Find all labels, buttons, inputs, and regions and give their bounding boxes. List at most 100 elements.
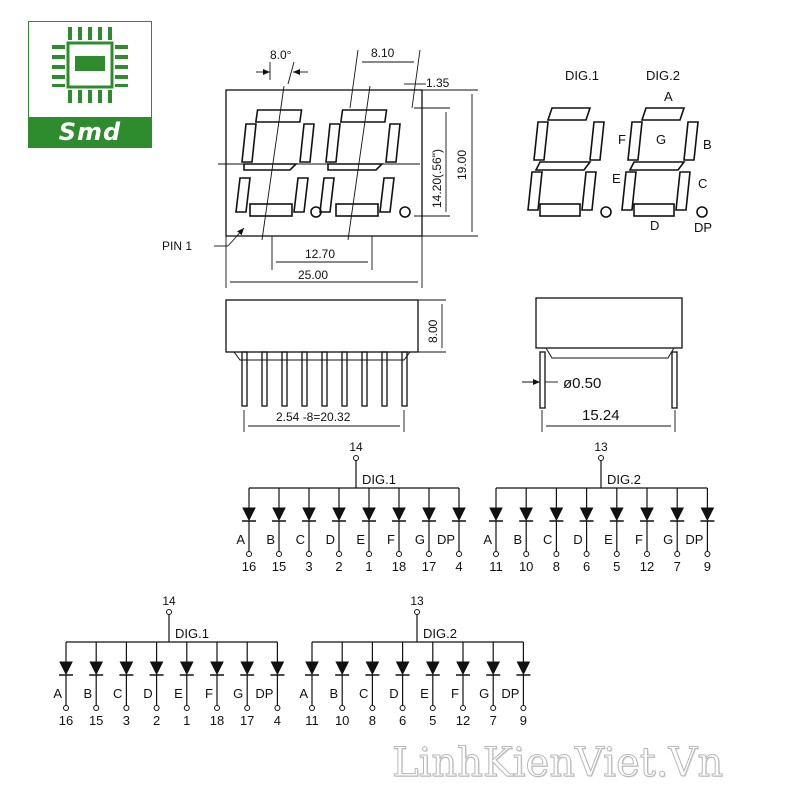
bottom-view-pins (241, 351, 408, 407)
dim-slant: 8.0° (270, 48, 292, 62)
schematic-top-dig2-diode (489, 507, 503, 522)
front-view (214, 49, 478, 288)
schematic-top-dig1-pin-terminal (246, 551, 252, 557)
schematic-top-dig2-segment-label: A (483, 532, 492, 547)
schematic-bottom-dig2-pin-number: 7 (490, 713, 497, 728)
schematic-top-dig2-pin-terminal (553, 551, 560, 557)
schematic-bottom-dig2-diode (456, 661, 470, 676)
segment-map-digit-1 (527, 107, 612, 218)
schematic-bottom-dig2-pin-number: 6 (399, 713, 406, 728)
schematic-bottom-dig1-pin-terminal (244, 705, 251, 711)
schematic-top-dig1-segment-label: E (356, 532, 365, 547)
segment-map-dp-2 (696, 206, 708, 218)
schematic-bottom-dig2-pin-number: 5 (429, 713, 436, 728)
watermark: LinhKienViet.Vn (392, 740, 724, 787)
schematic-top-dig2-segment-label: B (514, 532, 523, 547)
segment-map-dig2-label: DIG.2 (646, 68, 680, 83)
schematic-bottom-dig1-segment-label: F (205, 686, 213, 701)
schematic-top-dig1-diode (422, 507, 436, 522)
schematic-top-dig1-pin-terminal (456, 551, 462, 557)
schematic-bottom-dig2-common-terminal (414, 609, 420, 615)
pin1-label: PIN 1 (162, 239, 192, 253)
schematic-bottom-dig2-diode (486, 661, 501, 676)
schematic-top-dig1-pin-terminal (336, 551, 342, 557)
schematic-bottom-dig2-pin-terminal (429, 705, 436, 711)
schematic-top-dig1-diode (242, 507, 256, 522)
schematic-top-dig2-pin-number: 11 (489, 559, 503, 574)
schematic-bottom-dig1-segment-label: E (174, 686, 183, 701)
schematic-top-dig1-pin-number: 4 (455, 559, 462, 574)
schematic-bottom-dig1-pin-number: 1 (183, 713, 190, 728)
bottom-view-body (225, 299, 419, 353)
schematic-top-dig2-segment-label: DP (685, 532, 703, 547)
schematic-top-dig2-pin-terminal (644, 551, 650, 557)
schematic-bottom-dig1-diode (210, 661, 224, 676)
schematic-bottom-dig2-segment-label: A (299, 686, 308, 701)
schematic-top-dig2-segment-label: C (543, 532, 552, 547)
schematic-bottom-dig1-common-terminal (166, 609, 172, 615)
schematic-bottom-dig2-segment-label: F (451, 686, 459, 701)
schematic-bottom-dig2-segment-label: G (479, 686, 489, 701)
schematic-bottom-dig2-diode (395, 661, 410, 676)
schematic-top-dig1-segment-label: C (296, 532, 305, 547)
schematic-bottom-dig1-segment-label: G (233, 686, 243, 701)
segment-map-d: D (650, 218, 659, 233)
schematic-top-dig1-diode (392, 507, 406, 522)
schematic-bottom-dig2-diode (425, 661, 440, 676)
bottom-view-dim-pin-span: 2.54 -8=20.32 (276, 410, 351, 424)
schematic-top-dig2-pin-terminal (674, 551, 681, 557)
schematic-top-dig1-segment-label: D (326, 532, 335, 547)
schematic-top-dig1-pin-number: 1 (365, 559, 372, 574)
schematic-top-dig2-pin-number: 5 (613, 559, 620, 574)
schematic-bottom-dig1-pin-number: 4 (274, 713, 281, 728)
schematic-top-dig1-segment-label: A (236, 532, 245, 547)
schematic-top-dig1-pin-number: 16 (242, 559, 256, 574)
segment-map-e: E (612, 171, 621, 186)
side-view-body (535, 297, 683, 349)
schematic-top-dig2-diode (640, 507, 654, 522)
smd-logo (28, 21, 152, 148)
schematic-bottom-dig2-pin-number: 11 (305, 713, 319, 728)
schematic-top-dig2-common-terminal (598, 455, 604, 461)
schematic-top-dig2-pin-number: 6 (583, 559, 590, 574)
decimal-point-2 (399, 206, 411, 218)
digit-2-outline (319, 109, 411, 218)
schematic-top-dig1-diode (332, 507, 346, 522)
schematic-bottom-dig2-diode (365, 661, 380, 676)
schematic-top-dig2-diode (549, 507, 564, 522)
schematic-bottom-dig1-pin-number: 3 (123, 713, 130, 728)
schematic-top-dig1-pin-terminal (276, 551, 282, 557)
schematic-top-dig1-pin-number: 3 (305, 559, 312, 574)
schematic-bottom-dig2-pin-terminal (399, 705, 406, 711)
schematic-bottom-dig1-diode (270, 661, 285, 676)
schematic-bottom-dig2-pin-terminal (369, 705, 376, 711)
schematic-top-dig1-pin-terminal (426, 551, 432, 557)
schematic-bottom-dig1-pin-terminal (123, 705, 130, 711)
schematic-bottom-dig2-pin-terminal (460, 705, 466, 711)
dim-body-height: 19.00 (455, 150, 469, 180)
schematic-bottom-dig2-diode (516, 661, 531, 676)
schematic-bottom-dig1-pin-terminal (93, 705, 100, 711)
schematic-bottom-dig1-pin-number: 18 (210, 713, 224, 728)
schematic-top-dig2-pin-terminal (613, 551, 620, 557)
schematic-top-dig2-diode (670, 507, 685, 522)
schematic-top-dig2-pin-terminal (704, 551, 711, 557)
schematic-top-dig1-segment-label: DP (437, 532, 455, 547)
segment-map-dp-1 (600, 206, 612, 218)
schematic-top-dig1-pin-number: 2 (335, 559, 342, 574)
bottom-view (225, 299, 446, 432)
schematic-bottom-dig1-pin-number: 16 (59, 713, 73, 728)
schematic-top-dig2-pin-number: 9 (704, 559, 711, 574)
segment-map-digit-2 (621, 107, 708, 218)
schematic-bottom-dig1-segment-label: DP (255, 686, 273, 701)
dim-digit-height: 14.20(.56") (430, 149, 444, 208)
dim-digit-width: 8.10 (371, 46, 395, 60)
schematic-bottom-dig1-diode (59, 661, 73, 676)
side-view (522, 297, 683, 432)
schematic-bottom-dig2-segment-label: D (389, 686, 398, 701)
schematic-bottom-dig2-common-pin: 13 (410, 594, 424, 608)
schematic-top-dig1-segment-label: F (387, 532, 395, 547)
dim-body-width: 25.00 (298, 268, 328, 282)
